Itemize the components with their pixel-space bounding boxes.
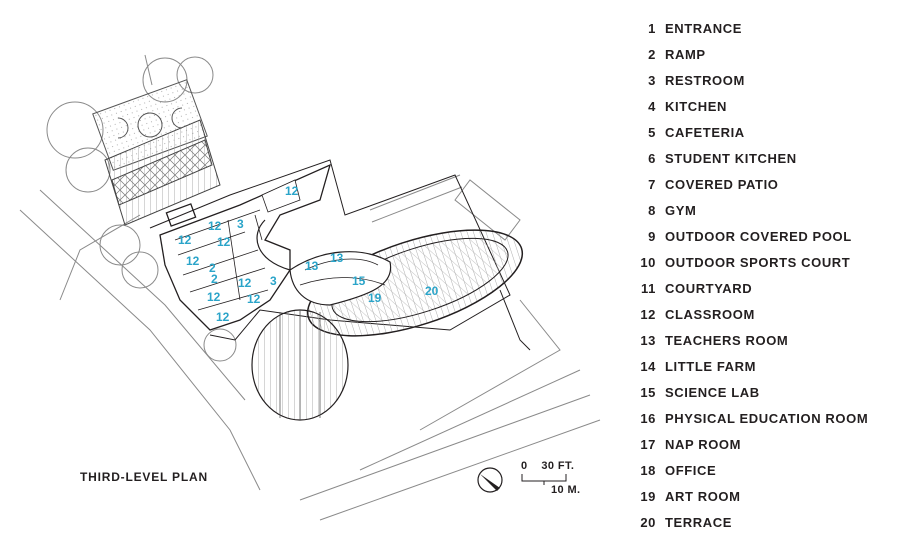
legend-item: 13 TEACHERS ROOM	[636, 332, 886, 358]
legend-item: 4 KITCHEN	[636, 98, 886, 124]
room-tag-classroom: 12	[216, 310, 230, 324]
legend-item: 18 OFFICE	[636, 462, 886, 488]
legend-label: TEACHERS ROOM	[665, 333, 789, 348]
room-tag-classroom: 12	[238, 276, 252, 290]
room-tag-restroom: 3	[270, 274, 277, 288]
legend-label: OUTDOOR SPORTS COURT	[665, 255, 851, 270]
room-tag-classroom: 12	[207, 290, 221, 304]
legend-number: 2	[648, 47, 656, 62]
room-tag-classroom: 12	[217, 235, 231, 249]
legend-item: 2 RAMP	[636, 46, 886, 72]
room-tag-teachers-room: 13	[305, 259, 319, 273]
legend-label: COVERED PATIO	[665, 177, 779, 192]
room-tag-ramp: 2	[211, 272, 218, 286]
room-tag-classroom: 12	[208, 219, 222, 233]
room-tag-classroom: 12	[247, 292, 261, 306]
plan-title: THIRD-LEVEL PLAN	[80, 470, 208, 484]
legend-number: 20	[640, 515, 656, 530]
legend-label: LITTLE FARM	[665, 359, 757, 374]
room-tag-classroom: 12	[285, 184, 299, 198]
legend-item: 8 GYM	[636, 202, 886, 228]
legend-label: GYM	[665, 203, 697, 218]
legend-label: COURTYARD	[665, 281, 753, 296]
legend-label: STUDENT KITCHEN	[665, 151, 797, 166]
north-arrow-icon	[477, 467, 503, 493]
legend-item: 7 COVERED PATIO	[636, 176, 886, 202]
legend-number: 17	[640, 437, 656, 452]
legend-label: RESTROOM	[665, 73, 745, 88]
legend-number: 9	[648, 229, 656, 244]
room-tag-restroom: 3	[237, 217, 244, 231]
room-tag-classroom: 12	[186, 254, 200, 268]
legend-label: CLASSROOM	[665, 307, 755, 322]
legend-number: 8	[648, 203, 656, 218]
legend-number: 4	[648, 99, 656, 114]
legend-number: 1	[648, 21, 656, 36]
covered-pool-roof	[251, 309, 349, 421]
legend-number: 15	[640, 385, 656, 400]
legend-label: NAP ROOM	[665, 437, 742, 452]
legend-item: 1 ENTRANCE	[636, 20, 886, 46]
scale-bar	[521, 474, 567, 485]
legend-label: RAMP	[665, 47, 706, 62]
legend-label: TERRACE	[665, 515, 733, 530]
legend-number: 3	[648, 73, 656, 88]
legend-number: 12	[640, 307, 656, 322]
legend-item: 19 ART ROOM	[636, 488, 886, 514]
room-tag-terrace: 20	[425, 284, 439, 298]
legend-number: 11	[641, 281, 656, 296]
legend-item: 9 OUTDOOR COVERED POOL	[636, 228, 886, 254]
room-tags: 12 12 3 12 12 12 2 2 12 3 12 12 12 13 13…	[178, 184, 439, 324]
legend-label: CAFETERIA	[665, 125, 745, 140]
legend-label: PHYSICAL EDUCATION ROOM	[665, 411, 869, 426]
room-tag-classroom: 12	[178, 233, 192, 247]
legend-item: 10 OUTDOOR SPORTS COURT	[636, 254, 886, 280]
legend-number: 19	[640, 489, 656, 504]
legend-label: SCIENCE LAB	[665, 385, 760, 400]
legend-label: ART ROOM	[665, 489, 741, 504]
site-context	[19, 54, 601, 521]
room-tag-science-lab: 15	[352, 274, 366, 288]
legend-number: 16	[640, 411, 656, 426]
legend-item: 12 CLASSROOM	[636, 306, 886, 332]
legend-item: 15 SCIENCE LAB	[636, 384, 886, 410]
legend-item: 20 TERRACE	[636, 514, 886, 540]
legend-number: 14	[640, 359, 656, 374]
legend-item: 5 CAFETERIA	[636, 124, 886, 150]
scale-meters-label: 10 M.	[551, 484, 581, 496]
legend-label: ENTRANCE	[665, 21, 743, 36]
room-legend: 1 ENTRANCE 2 RAMP 3 RESTROOM 4 KITCHEN 5 CAFETERI…	[636, 20, 886, 540]
legend-number: 6	[648, 151, 656, 166]
legend-number: 5	[648, 125, 656, 140]
legend-item: 14 LITTLE FARM	[636, 358, 886, 384]
legend-item: 16 PHYSICAL EDUCATION ROOM	[636, 410, 886, 436]
legend-label: KITCHEN	[665, 99, 727, 114]
legend-number: 7	[648, 177, 656, 192]
outdoor-sports-court	[92, 79, 208, 171]
gym-roof	[104, 119, 221, 226]
scale-feet-label: 0 30 FT.	[521, 460, 575, 472]
legend-item: 3 RESTROOM	[636, 72, 886, 98]
legend-number: 18	[640, 463, 656, 478]
legend-label: OUTDOOR COVERED POOL	[665, 229, 852, 244]
room-tag-teachers-room: 13	[330, 251, 344, 265]
legend-label: OFFICE	[665, 463, 717, 478]
terrace-ellipse	[256, 219, 524, 337]
room-tag-ramp: 2	[209, 261, 216, 275]
legend-number: 10	[640, 255, 656, 270]
legend-item: 17 NAP ROOM	[636, 436, 886, 462]
building-outline	[149, 159, 531, 351]
legend-item: 11 COURTYARD	[636, 280, 886, 306]
room-tag-art-room: 19	[368, 291, 382, 305]
legend-item: 6 STUDENT KITCHEN	[636, 150, 886, 176]
legend-number: 13	[640, 333, 656, 348]
